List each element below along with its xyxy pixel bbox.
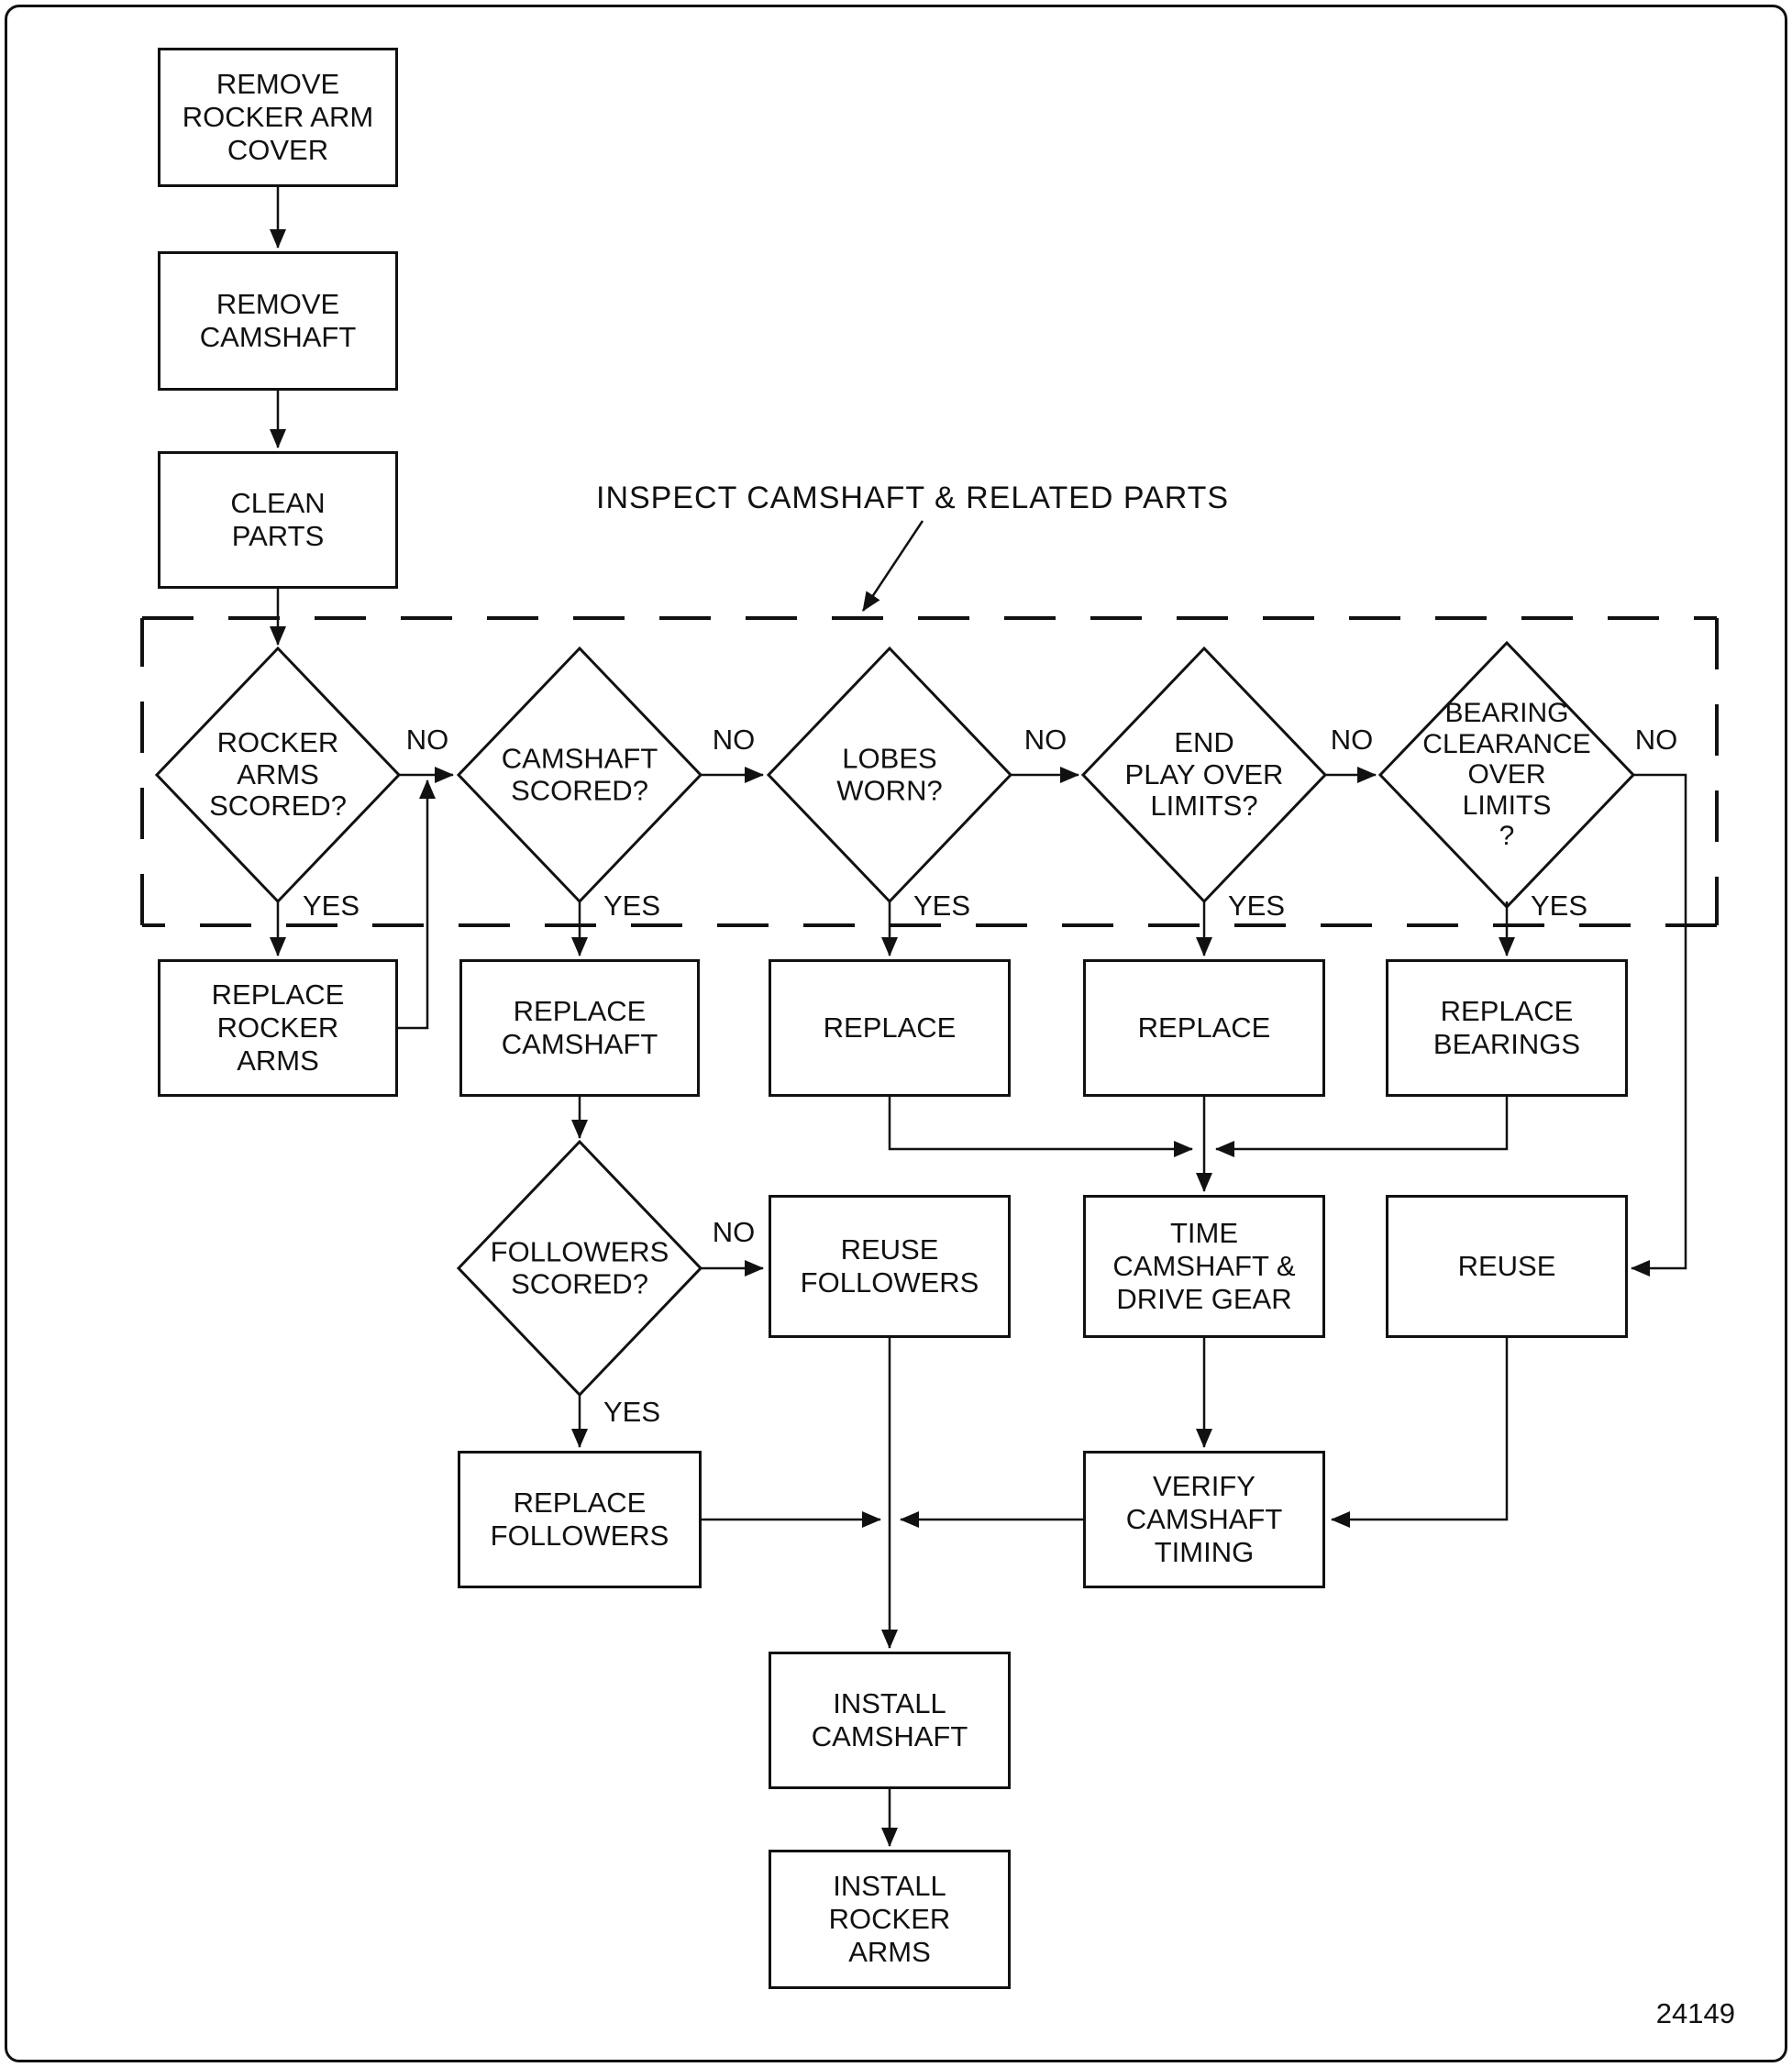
- process-reuse-followers-label: REUSE FOLLOWERS: [800, 1233, 979, 1299]
- process-reuse: REUSE: [1386, 1195, 1628, 1338]
- process-replace-rocker-arms-label: REPLACE ROCKER ARMS: [211, 978, 345, 1077]
- inspect-region-dashed-border: [140, 616, 1719, 927]
- process-verify-camshaft-timing-label: VERIFY CAMSHAFT TIMING: [1125, 1470, 1283, 1568]
- edge-replace-lobes-join: [888, 1097, 1193, 1157]
- process-time-camshaft-drive-gear-label: TIME CAMSHAFT & DRIVE GEAR: [1112, 1217, 1296, 1315]
- edge-label-no-bearing: NO: [1634, 724, 1678, 756]
- process-replace-bearings: REPLACE BEARINGS: [1386, 959, 1628, 1097]
- process-reuse-followers: REUSE FOLLOWERS: [769, 1195, 1011, 1338]
- edge-label-yes-lobes: YES: [913, 890, 971, 922]
- decision-followers-scored: FOLLOWERS SCORED?: [490, 1235, 669, 1299]
- decision-bearing-clearance-over-limits: BEARING CLEARANCE OVER LIMITS ?: [1422, 698, 1591, 852]
- inspect-region-pointer-arrow: [861, 520, 924, 612]
- process-remove-camshaft-label: REMOVE CAMSHAFT: [199, 288, 357, 353]
- process-replace-rocker-arms: REPLACE ROCKER ARMS: [158, 959, 398, 1097]
- edge-label-yes-bearing: YES: [1531, 890, 1588, 922]
- process-install-camshaft: INSTALL CAMSHAFT: [769, 1652, 1011, 1789]
- edge-replace-bearings-join: [1215, 1097, 1509, 1157]
- connectors: [270, 187, 1687, 1847]
- process-remove-camshaft: REMOVE CAMSHAFT: [158, 251, 398, 391]
- edge-reuse-to-verify-timing: [1331, 1338, 1509, 1528]
- edge-label-no-camshaft: NO: [712, 724, 756, 756]
- edge-label-yes-rocker-arms: YES: [303, 890, 360, 922]
- process-remove-rocker-arm-cover: REMOVE ROCKER ARM COVER: [158, 48, 398, 187]
- decision-shapes: [154, 640, 1636, 1398]
- edge-label-no-end-play: NO: [1330, 724, 1374, 756]
- edge-no-bearing-to-reuse: [1631, 773, 1687, 1277]
- process-replace-lobes: REPLACE: [769, 959, 1011, 1097]
- process-time-camshaft-drive-gear: TIME CAMSHAFT & DRIVE GEAR: [1083, 1195, 1325, 1338]
- edge-label-no-followers: NO: [712, 1216, 756, 1248]
- process-install-camshaft-label: INSTALL CAMSHAFT: [811, 1687, 968, 1752]
- inspect-region-title: INSPECT CAMSHAFT & RELATED PARTS: [596, 481, 1230, 515]
- edge-label-yes-camshaft: YES: [603, 890, 661, 922]
- process-replace-bearings-label: REPLACE BEARINGS: [1432, 995, 1581, 1060]
- process-remove-rocker-arm-cover-label: REMOVE ROCKER ARM COVER: [182, 68, 374, 166]
- decision-lobes-worn: LOBES WORN?: [836, 742, 943, 806]
- figure-number: 24149: [1655, 1997, 1735, 2029]
- process-replace-end-play-label: REPLACE: [1137, 1011, 1271, 1045]
- process-install-rocker-arms-label: INSTALL ROCKER ARMS: [828, 1870, 951, 1968]
- process-replace-camshaft-label: REPLACE CAMSHAFT: [501, 995, 658, 1060]
- process-replace-followers-label: REPLACE FOLLOWERS: [490, 1487, 669, 1552]
- process-clean-parts: CLEAN PARTS: [158, 451, 398, 589]
- process-replace-camshaft: REPLACE CAMSHAFT: [459, 959, 700, 1097]
- edge-label-yes-followers: YES: [603, 1396, 661, 1428]
- process-replace-followers: REPLACE FOLLOWERS: [458, 1451, 702, 1588]
- process-replace-end-play: REPLACE: [1083, 959, 1325, 1097]
- edge-label-no-lobes: NO: [1023, 724, 1067, 756]
- process-install-rocker-arms: INSTALL ROCKER ARMS: [769, 1850, 1011, 1989]
- decision-camshaft-scored: CAMSHAFT SCORED?: [501, 742, 658, 806]
- process-clean-parts-label: CLEAN PARTS: [230, 487, 326, 552]
- process-replace-lobes-label: REPLACE: [823, 1011, 957, 1045]
- edge-label-yes-end-play: YES: [1228, 890, 1286, 922]
- decision-rocker-arms-scored: ROCKER ARMS SCORED?: [209, 725, 347, 823]
- edge-replace-rocker-arms-return: [398, 779, 436, 1030]
- decision-end-play-over-limits: END PLAY OVER LIMITS?: [1124, 725, 1284, 823]
- edge-label-no-rocker-arms: NO: [405, 724, 449, 756]
- process-verify-camshaft-timing: VERIFY CAMSHAFT TIMING: [1083, 1451, 1325, 1588]
- process-reuse-label: REUSE: [1457, 1250, 1556, 1283]
